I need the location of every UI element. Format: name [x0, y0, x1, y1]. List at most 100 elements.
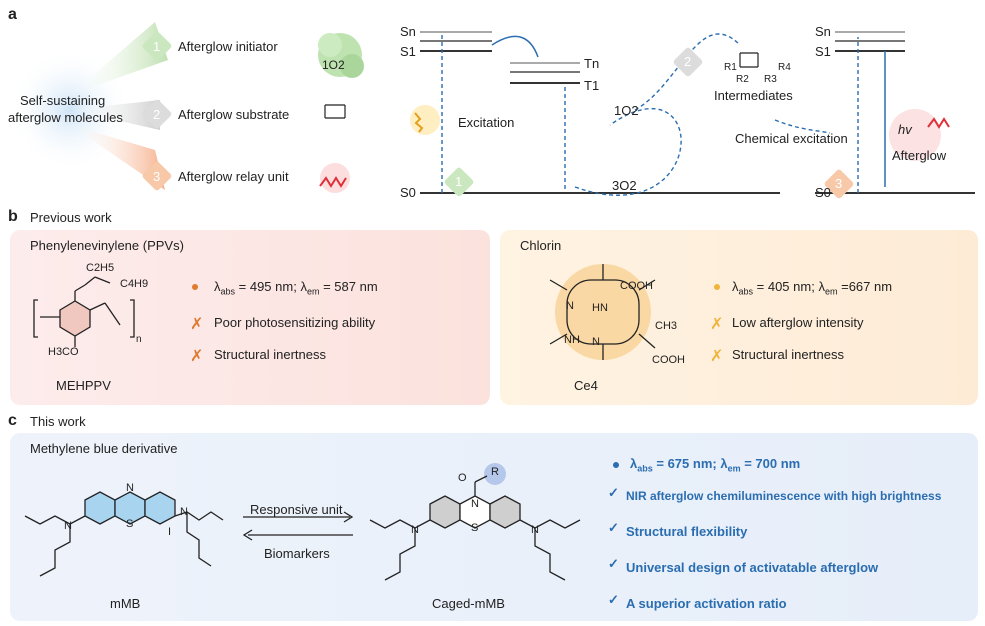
ce4-structure: [549, 264, 656, 360]
caged-r: R: [491, 466, 499, 478]
mmb-s: S: [126, 518, 134, 530]
ppv-lambda: λabs = 495 nm; λem = 587 nm: [214, 279, 378, 297]
ce4-nh: NH: [564, 334, 580, 346]
circle-3-num: 3: [835, 176, 843, 191]
feature-4: A superior activation ratio: [626, 596, 787, 611]
panel-c-letter: c: [8, 412, 17, 429]
reaction-arrows: [242, 511, 354, 541]
mmb-n-left: N: [64, 520, 72, 532]
circle-1-num: 1: [455, 174, 463, 189]
ppv-item-1: Poor photosensitizing ability: [214, 315, 376, 330]
panel-b-title: Previous work: [30, 210, 112, 225]
feature-2: Structural flexibility: [626, 524, 748, 539]
chlorin-cross-icon-2: ✗: [710, 348, 724, 365]
chlorin-item-1: Low afterglow intensity: [732, 315, 864, 330]
ce4-hn: HN: [592, 302, 608, 314]
intermediates-label: Intermediates: [714, 88, 793, 103]
jablonski-diagram: [410, 31, 975, 199]
ce4-name: Ce4: [574, 378, 598, 393]
mmb-structure: [24, 491, 224, 577]
ray-1-label: Afterglow initiator: [178, 39, 278, 54]
level-s1-right: S1: [815, 44, 831, 59]
ray-1-num: 1: [153, 39, 161, 54]
level-s0-left: S0: [400, 185, 416, 200]
ray-2-badge: [142, 99, 172, 129]
level-sn-left: Sn: [400, 24, 416, 39]
caged-n-top: N: [471, 498, 479, 510]
ce4-ch3: CH3: [655, 320, 678, 332]
chlorin-cross-icon-1: ✗: [710, 316, 724, 333]
ray-3-label: Afterglow relay unit: [178, 169, 289, 184]
ppv-heading: Phenylenevinylene (PPVs): [30, 238, 184, 253]
feature-1: NIR afterglow chemiluminescence with hig…: [626, 489, 942, 503]
ray-3-num: 3: [153, 169, 161, 184]
panel-a-rays: [8, 22, 364, 193]
mehppv-structure: [33, 276, 135, 347]
chlorin-lambda: λabs = 405 nm; λem =667 nm: [732, 279, 893, 297]
r3-label: R3: [764, 74, 777, 85]
check-icon-2: ✓: [608, 520, 619, 535]
mmb-n-top: N: [126, 482, 134, 494]
mmb-n-right: N: [180, 506, 188, 518]
excitation-wave-icon: [410, 105, 440, 135]
r4-label: R4: [778, 62, 791, 73]
excitation-label: Excitation: [458, 115, 515, 130]
ray-1-badge: [142, 31, 172, 61]
this-work-bullet-icon: [613, 462, 619, 468]
c4h9-label: C4H9: [120, 278, 149, 290]
level-tn: Tn: [584, 56, 600, 71]
afterglow-label: Afterglow: [892, 148, 947, 163]
caged-mmb-name: Caged-mMB: [432, 596, 505, 611]
ray-2-num: 2: [153, 107, 161, 122]
arrow-bottom-label: Biomarkers: [264, 546, 330, 561]
level-s0-right: S0: [815, 185, 831, 200]
mehppv-name: MEHPPV: [56, 378, 111, 393]
circle-2-num: 2: [684, 54, 692, 69]
caged-o: O: [458, 472, 467, 484]
polymer-n-label: n: [136, 334, 142, 345]
check-icon-1: ✓: [608, 485, 619, 500]
r2-label: R2: [736, 74, 749, 85]
panel-b-letter: b: [8, 208, 18, 225]
h3co-label: H3CO: [48, 346, 79, 358]
check-icon-4: ✓: [608, 592, 619, 607]
panel-a-letter: a: [8, 6, 17, 23]
level-s1-left: S1: [400, 44, 416, 59]
ppv-cross-icon-2: ✗: [190, 348, 204, 365]
ce4-cooh-1: COOH: [620, 280, 653, 292]
triplet-o2-label: 3O2: [612, 178, 637, 193]
mmb-iodide: I: [168, 526, 172, 538]
ce4-n1: N: [566, 300, 574, 312]
chlorin-bullet-icon: [714, 284, 720, 290]
ce4-cooh-2: COOH: [652, 354, 685, 366]
c2h5-label: C2H5: [86, 262, 115, 274]
feature-3: Universal design of activatable afterglo…: [626, 560, 879, 575]
this-work-lambda: λabs = 675 nm; λem = 700 nm: [630, 456, 801, 474]
cloud-o2-label: 1O2: [322, 58, 345, 72]
caged-mmb-structure: [369, 463, 581, 581]
caged-s: S: [471, 522, 479, 534]
ray-2-label: Afterglow substrate: [178, 107, 290, 122]
level-t1: T1: [584, 78, 600, 93]
ppv-bullet-icon: [192, 284, 198, 290]
arrow-top-label: Responsive unit: [250, 502, 343, 517]
caged-n-right: N: [531, 524, 539, 536]
ppv-cross-icon-1: ✗: [190, 316, 204, 333]
dioxetane-icon: [324, 104, 346, 119]
singlet-o2-label: 1O2: [614, 103, 639, 118]
ray-3-badge: [142, 161, 172, 191]
light-wave-icon: [319, 163, 350, 193]
ppv-item-2: Structural inertness: [214, 347, 326, 362]
ce4-n2: N: [592, 336, 600, 348]
check-icon-3: ✓: [608, 556, 619, 571]
afterglow-wave-icon: [927, 117, 950, 129]
center-label-2: afterglow molecules: [8, 110, 123, 125]
hv-label: hv: [898, 122, 912, 137]
panel-c-title: This work: [30, 414, 86, 429]
chlorin-item-2: Structural inertness: [732, 347, 844, 362]
singlet-oxygen-cloud-icon: [318, 33, 364, 78]
mmb-name: mMB: [110, 596, 141, 611]
center-label-1: Self-sustaining: [20, 93, 106, 108]
caged-n-left: N: [411, 524, 419, 536]
level-sn-right: Sn: [815, 24, 831, 39]
